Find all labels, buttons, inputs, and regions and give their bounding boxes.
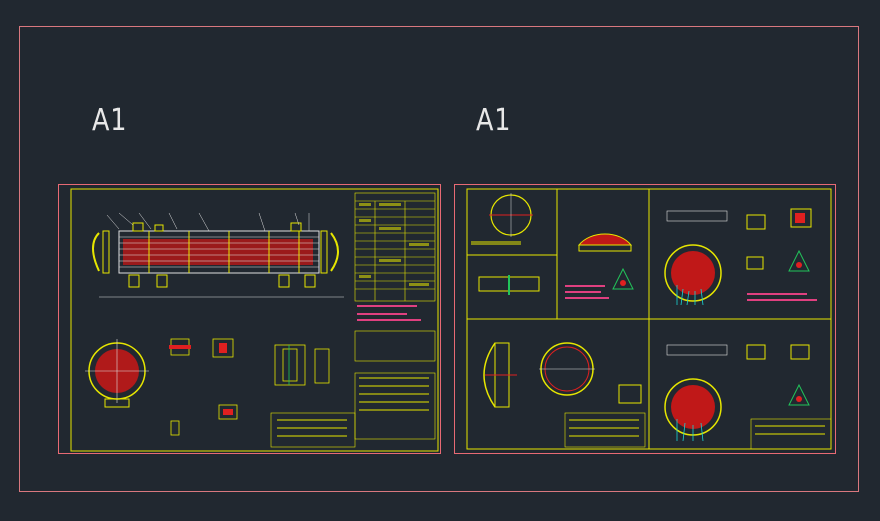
detail-views (169, 338, 330, 436)
parts-table (354, 192, 436, 302)
sheet-label-left: A1 (92, 103, 128, 138)
layout-viewport-frame (19, 26, 859, 492)
assembly-drawing (70, 188, 439, 452)
details-drawing (466, 188, 832, 450)
drawing-sheet-details[interactable] (454, 184, 836, 454)
heat-exchanger-elevation (92, 212, 344, 298)
sheet-label-right: A1 (476, 103, 512, 138)
drawing-sheet-assembly[interactable] (58, 184, 441, 454)
tubesheet-section-view (85, 339, 149, 408)
